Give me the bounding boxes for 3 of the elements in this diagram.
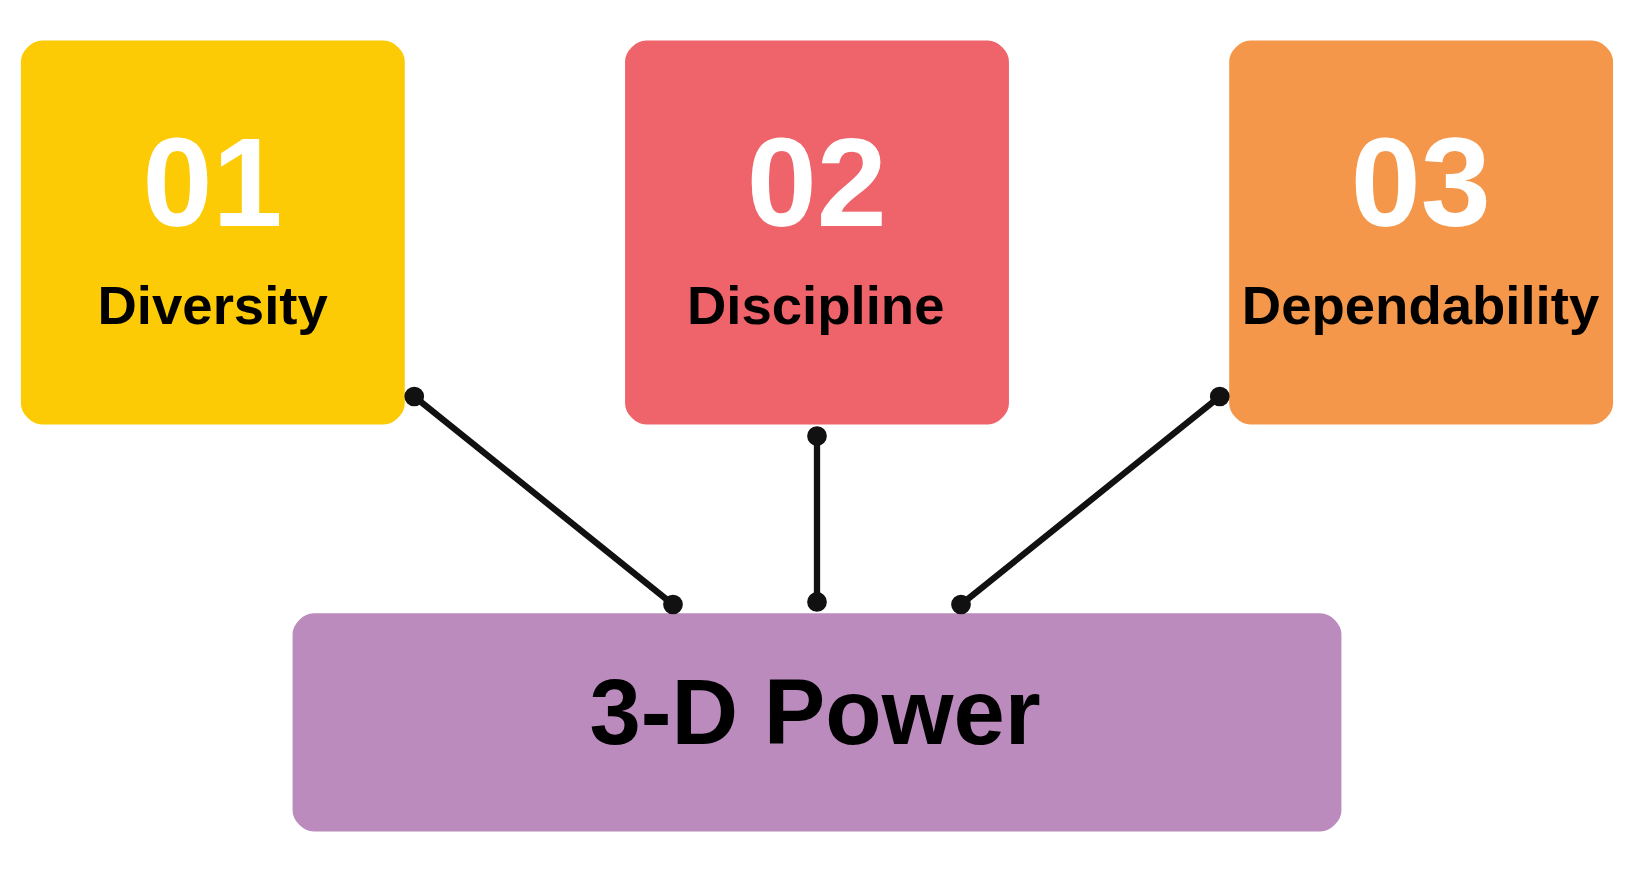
connector [807, 425, 827, 612]
connector [404, 386, 683, 614]
connector [951, 386, 1230, 614]
